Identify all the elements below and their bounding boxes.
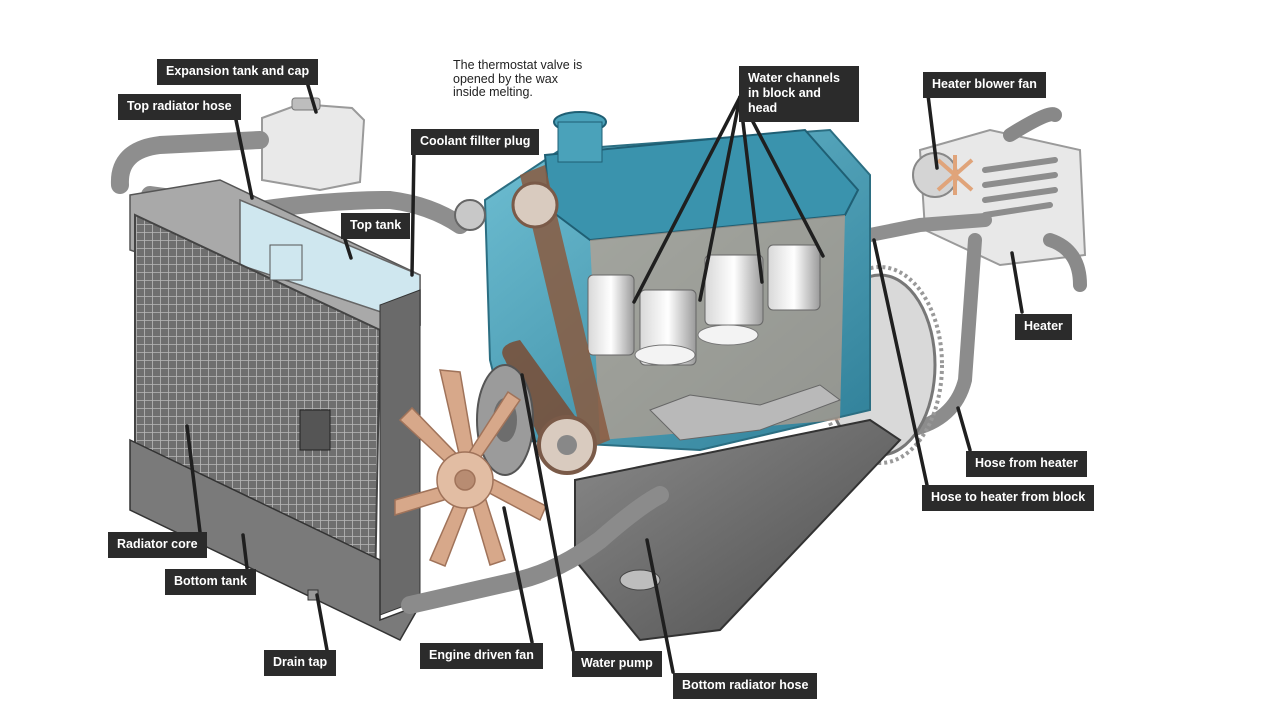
label-engine-driven-fan: Engine driven fan [420, 643, 543, 669]
label-top-tank: Top tank [341, 213, 411, 239]
thermostat-note: The thermostat valve is opened by the wa… [453, 58, 583, 99]
label-radiator-core: Radiator core [108, 532, 207, 558]
timing-belt [502, 165, 610, 475]
label-water-channels: Water channels in block and head [739, 66, 859, 122]
engine-driven-fan [394, 369, 547, 567]
expansion-tank [261, 97, 366, 192]
label-bottom-tank: Bottom tank [165, 569, 256, 595]
thermostat-housing [454, 199, 486, 231]
label-heater-blower-fan: Heater blower fan [923, 72, 1046, 98]
heater-unit [912, 107, 1087, 292]
label-coolant-filler-plug: Coolant fillter plug [411, 129, 540, 155]
label-expansion-tank-and-cap: Expansion tank and cap [157, 59, 319, 85]
label-water-pump: Water pump [572, 651, 662, 677]
label-bottom-radiator-hose: Bottom radiator hose [673, 673, 818, 699]
label-hose-to-heater-from-block: Hose to heater from block [922, 485, 1095, 511]
pistons [587, 244, 842, 441]
label-top-radiator-hose: Top radiator hose [118, 94, 241, 120]
leader-lines [185, 80, 1024, 674]
label-heater: Heater [1015, 314, 1072, 340]
heater-blower-fan [936, 155, 974, 195]
bottom-radiator-hose [401, 486, 669, 614]
label-hose-from-heater: Hose from heater [966, 451, 1087, 477]
label-drain-tap: Drain tap [264, 650, 337, 676]
top-radiator-hose [110, 131, 469, 234]
